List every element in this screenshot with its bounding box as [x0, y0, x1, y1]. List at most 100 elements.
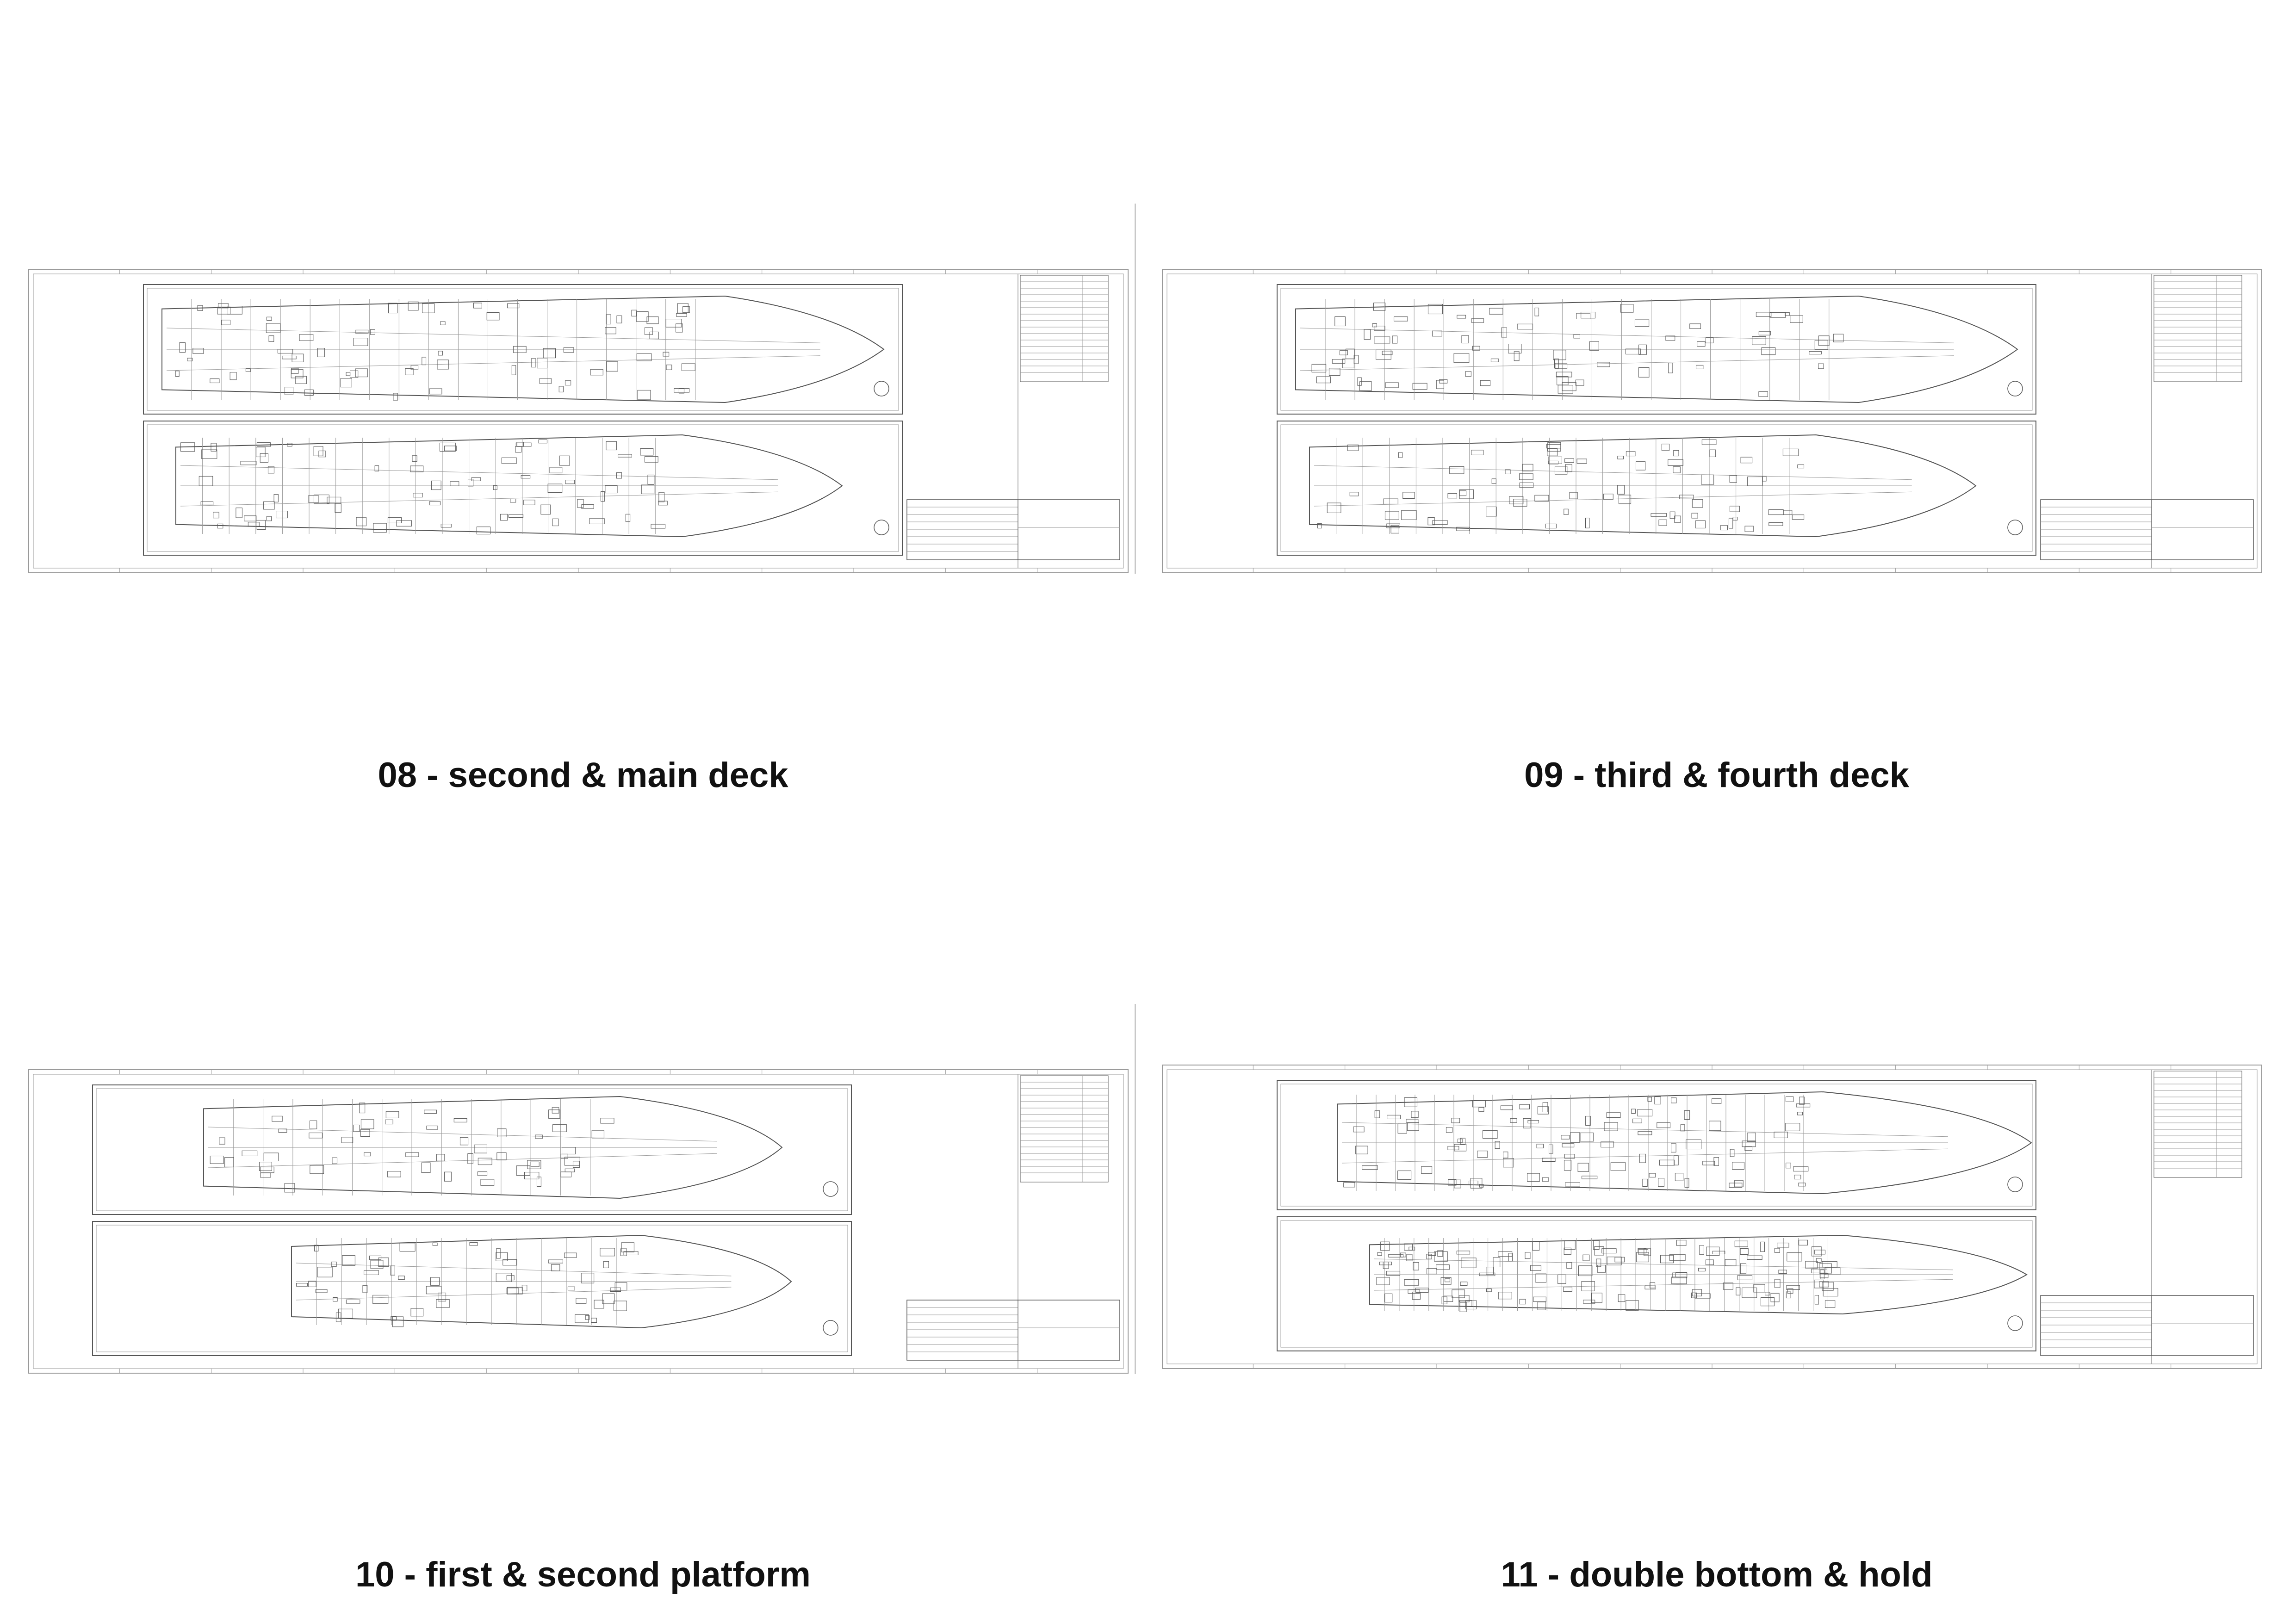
lower-hull-compartment: [1519, 473, 1533, 480]
lower-hull-compartment: [1591, 1293, 1602, 1303]
lower-hull-compartment: [1729, 475, 1737, 483]
upper-hull-compartment: [1798, 1183, 1806, 1187]
lower-hull-compartment: [1554, 466, 1568, 475]
lower-hull-compartment: [1594, 1246, 1604, 1256]
upper-hull-compartment: [467, 1153, 473, 1164]
lower-hull-compartment: [1660, 1255, 1674, 1264]
upper-hull-compartment: [1514, 351, 1520, 361]
lower-hull-compartment: [496, 1252, 508, 1261]
upper-hull-compartment: [1460, 1138, 1465, 1145]
lower-hull-compartment: [548, 1259, 563, 1264]
upper-hull-plan: [1337, 1091, 2032, 1195]
upper-hull-compartment: [197, 305, 203, 311]
upper-view-inner-frame: [1280, 1084, 2033, 1207]
upper-hull-compartment: [260, 1166, 274, 1173]
lower-view-inner-frame: [1280, 1220, 2033, 1348]
lower-hull-compartment: [1740, 457, 1753, 464]
lower-hull-compartment: [1434, 1251, 1448, 1262]
lower-hull-compartment: [1535, 1273, 1546, 1283]
lower-hull-compartment: [1505, 469, 1511, 474]
upper-hull-compartment: [636, 353, 652, 361]
lower-hull-compartment: [1787, 1252, 1802, 1262]
upper-hull-compartment: [1786, 1163, 1791, 1169]
lower-hull-compartment: [436, 1299, 450, 1308]
lower-hull-compartment: [1513, 499, 1527, 507]
lower-hull-compartment: [248, 522, 260, 527]
lower-hull-compartment: [1443, 1295, 1453, 1302]
lower-hull-long-line: [1374, 1258, 1953, 1270]
upper-hull-compartment: [1311, 364, 1327, 372]
lower-hull-compartment: [621, 1242, 634, 1252]
lower-hull-compartment: [260, 453, 269, 463]
lower-hull-compartment: [589, 518, 605, 524]
upper-hull-compartment: [304, 389, 314, 396]
upper-hull-compartment: [1527, 1173, 1540, 1182]
panel-caption-09: 09 - third & fourth deck: [1524, 756, 1909, 795]
lower-hull-compartment: [610, 1287, 621, 1292]
lower-view-frame: [1277, 1216, 2036, 1351]
lower-hull-compartment: [503, 1259, 517, 1266]
lower-hull-compartment: [1569, 492, 1578, 499]
lower-hull-compartment: [1614, 1257, 1625, 1263]
upper-hull-compartment: [1454, 1179, 1461, 1189]
lower-hull-compartment: [327, 496, 341, 504]
lower-hull-compartment: [1525, 1252, 1531, 1259]
lower-view-inner-frame: [147, 424, 899, 552]
lower-hull-compartment: [1578, 1265, 1593, 1276]
upper-hull-compartment: [1729, 1183, 1743, 1188]
lower-hull-compartment: [565, 480, 575, 484]
upper-hull-compartment: [572, 1161, 580, 1168]
lower-hull-compartment: [374, 465, 379, 471]
upper-hull-compartment: [486, 312, 500, 321]
upper-hull-compartment: [646, 316, 659, 324]
upper-hull-compartment: [1796, 1103, 1811, 1108]
upper-hull-compartment: [1638, 1131, 1652, 1135]
revision-table: [1020, 275, 1109, 382]
upper-hull-compartment: [340, 378, 352, 388]
lower-hull-outline: [175, 434, 843, 538]
upper-hull-compartment: [1684, 1110, 1690, 1120]
upper-hull-compartment: [516, 1165, 530, 1176]
lower-hull-compartment: [1522, 464, 1533, 471]
lower-hull-long-line: [180, 465, 778, 480]
upper-hull-compartment: [1451, 1118, 1460, 1123]
upper-hull-compartment: [1659, 1159, 1675, 1166]
upper-hull-compartment: [565, 380, 571, 386]
upper-hull-compartment: [422, 357, 427, 365]
upper-hull-compartment: [1577, 1163, 1589, 1172]
upper-hull-compartment: [1362, 1165, 1378, 1170]
lower-hull-compartment: [581, 504, 594, 509]
lower-hull-compartment: [501, 457, 517, 464]
upper-hull-compartment: [218, 303, 229, 309]
upper-hull-compartment: [259, 1162, 272, 1171]
upper-hull-compartment: [278, 1128, 287, 1133]
upper-hull-compartment: [370, 329, 375, 335]
upper-hull-compartment: [309, 1133, 323, 1139]
upper-hull-compartment: [1527, 1120, 1539, 1124]
upper-hull-compartment: [1372, 323, 1377, 328]
lower-hull-compartment: [575, 1314, 589, 1323]
upper-hull-compartment: [1814, 340, 1828, 350]
upper-hull-compartment: [678, 388, 684, 394]
upper-hull-compartment: [360, 1129, 370, 1137]
upper-hull-compartment: [677, 303, 689, 313]
lower-hull-compartment: [378, 1258, 389, 1267]
upper-hull-compartment: [355, 329, 369, 334]
upper-hull-long-line: [1300, 328, 1954, 343]
lower-hull-compartment: [1753, 1284, 1765, 1293]
upper-hull-compartment: [637, 390, 651, 400]
upper-hull-compartment: [1448, 1179, 1457, 1186]
upper-hull-compartment: [1536, 1144, 1544, 1148]
upper-hull-compartment: [1397, 1171, 1412, 1180]
seal-circle: [2007, 381, 2023, 396]
upper-hull-compartment: [1555, 363, 1568, 369]
lower-hull-long-line: [296, 1263, 732, 1276]
lower-hull-compartment: [1459, 489, 1474, 499]
upper-hull-compartment: [535, 1134, 543, 1139]
lower-hull-compartment: [1530, 1265, 1541, 1271]
lower-hull-compartment: [213, 512, 219, 519]
upper-hull-compartment: [606, 314, 611, 325]
lower-hull-compartment: [1744, 526, 1754, 532]
upper-hull-long-line: [1341, 1122, 1948, 1137]
upper-hull-compartment: [332, 1157, 337, 1164]
